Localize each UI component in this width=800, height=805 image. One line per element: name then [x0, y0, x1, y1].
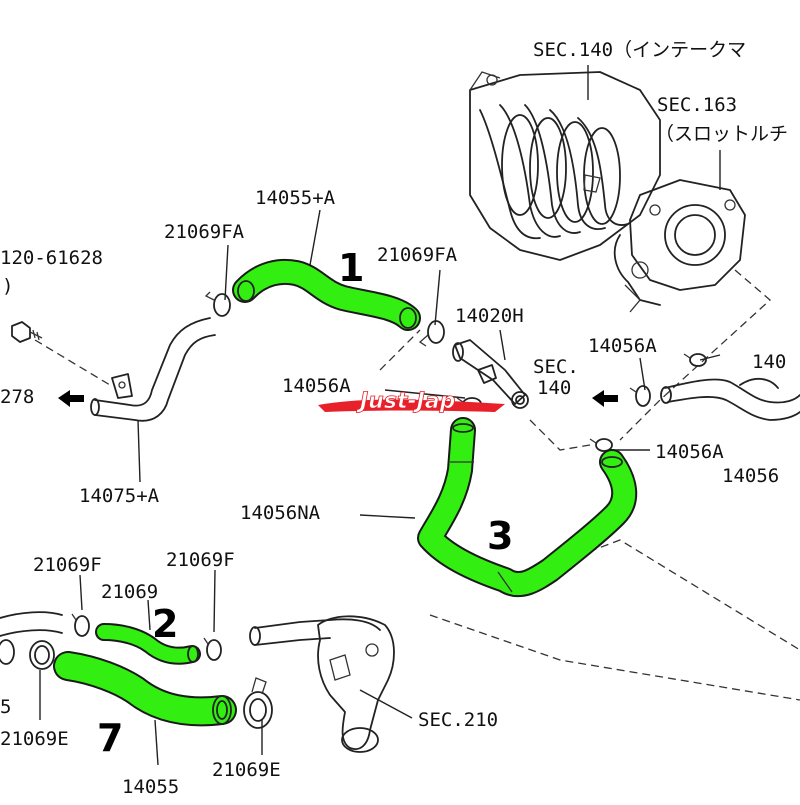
arrow-left-icon — [58, 390, 84, 407]
label-21069e-left: 21069E — [0, 728, 69, 750]
watermark: Just-Jap — [318, 389, 505, 414]
leader-lines — [39, 65, 721, 766]
label-21069fa-left: 21069FA — [164, 221, 245, 243]
callout-3: 3 — [487, 514, 513, 558]
callout-2: 2 — [152, 602, 178, 646]
clamp-14056a-lower — [589, 438, 613, 452]
label-5: 5 — [0, 696, 11, 718]
clamp-21069e-right — [243, 677, 273, 729]
thermostat-housing — [249, 615, 395, 753]
label-140-cut: 140 — [752, 351, 786, 373]
label-sec140-b: 140 — [537, 377, 571, 399]
label-21069e-right: 21069E — [212, 759, 281, 781]
clamp-21069f-right — [203, 637, 222, 661]
clamp-21069fa-left — [204, 291, 231, 317]
pipe-14020h — [452, 339, 529, 409]
callout-numbers: 1 2 3 7 — [97, 246, 513, 760]
label-14020h: 14020H — [455, 305, 524, 327]
label-21069f-right: 21069F — [166, 549, 235, 571]
callout-1: 1 — [338, 246, 364, 290]
label-sec210: SEC.210 — [418, 709, 498, 731]
label-sec163: SEC.163 — [657, 94, 737, 116]
hose-1 — [232, 258, 421, 331]
metal-pipe-14075a — [90, 317, 216, 422]
hose-2 — [95, 623, 201, 665]
clamp-14056a-mid — [629, 385, 651, 407]
label-14056a-mid: 14056A — [282, 375, 351, 397]
label-14055a: 14055+A — [255, 187, 336, 209]
pipe-left-lower — [0, 611, 63, 670]
arrow-left-icon — [592, 390, 618, 407]
part-labels: SEC.140（インテークマ SEC.163 （スロットルチ 14055+A 2… — [0, 39, 788, 798]
label-14075a: 14075+A — [79, 485, 160, 507]
hose-3 — [417, 417, 638, 598]
label-14056a-top: 14056A — [588, 335, 657, 357]
label-21069f-left: 21069F — [33, 554, 102, 576]
callout-7: 7 — [97, 716, 123, 760]
clamp-21069fa-right — [418, 320, 445, 347]
label-14055: 14055 — [122, 776, 179, 798]
label-21069: 21069 — [101, 581, 158, 603]
label-21069fa-right: 21069FA — [377, 244, 458, 266]
label-bolt-part: 120-61628 — [0, 247, 103, 269]
throttle-body — [613, 179, 746, 313]
label-14056na: 14056NA — [240, 502, 321, 524]
label-sec140-a: SEC. — [533, 356, 579, 378]
label-278: 278 — [0, 386, 34, 408]
label-sec140-intake: SEC.140（インテークマ — [533, 39, 746, 61]
intake-manifold — [469, 71, 661, 261]
bolt — [11, 321, 43, 343]
clamp-14056a-top — [683, 353, 707, 367]
label-bolt-paren: ) — [2, 275, 13, 297]
label-sec163-desc: （スロットルチ — [655, 123, 788, 145]
watermark-text: Just-Jap — [356, 389, 455, 414]
label-14056a-right: 14056A — [655, 441, 724, 463]
label-14056-cut: 14056 — [722, 465, 779, 487]
hose-7 — [53, 651, 237, 727]
hose-14056-right — [660, 378, 800, 421]
clamp-21069f-left — [71, 613, 90, 637]
